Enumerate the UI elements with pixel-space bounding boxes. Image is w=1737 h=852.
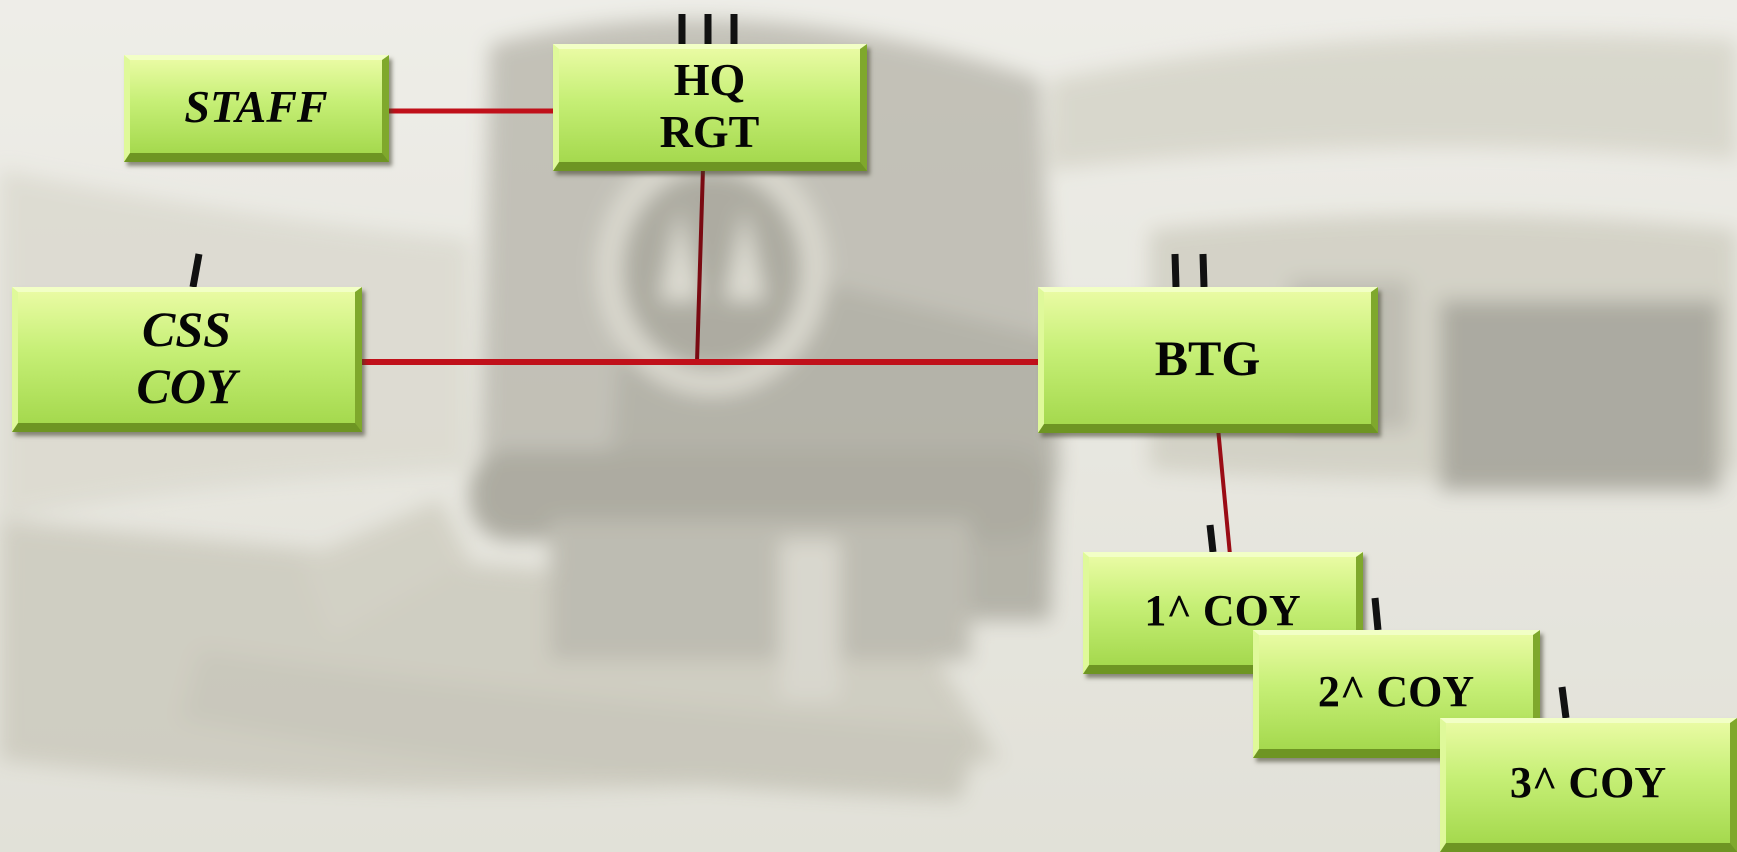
coy-2-unit-mark [1371, 597, 1382, 631]
edge-btg-coy1 [1216, 427, 1232, 556]
edge-hq-down [695, 167, 705, 363]
coy-3-unit-mark [1558, 686, 1570, 719]
hq-rgt-box: HQ RGT [553, 44, 867, 171]
btg-unit-mark [1199, 253, 1208, 288]
coy-1-unit-mark [1206, 524, 1217, 553]
css-coy-unit-mark [189, 253, 203, 288]
red-connectors [355, 108, 1232, 556]
css-coy-box: CSS COY [12, 287, 362, 432]
coy-3-box: 3^ COY [1440, 718, 1737, 852]
staff-box: STAFF [124, 55, 389, 162]
unit-size-marks [189, 14, 1570, 719]
btg-box: BTG [1038, 287, 1378, 433]
btg-unit-mark [1171, 253, 1180, 288]
coy-2-box: 2^ COY [1253, 630, 1540, 758]
